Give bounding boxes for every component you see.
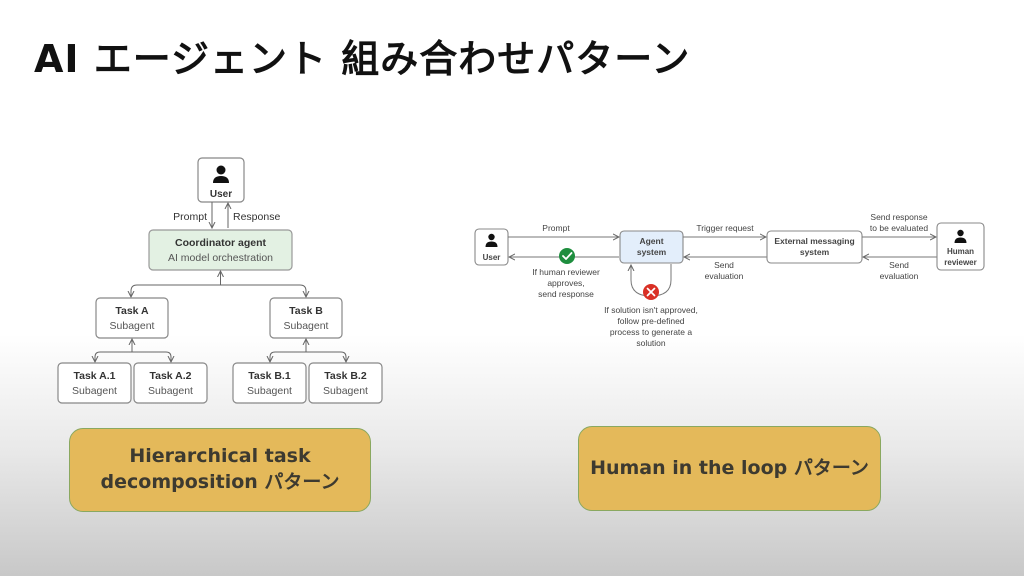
task-a1-node: Task A.1 Subagent xyxy=(57,362,132,404)
trigger-label: Trigger request xyxy=(696,223,754,233)
coordinator-subtitle: AI model orchestration xyxy=(168,252,273,264)
approve-line: approves, xyxy=(547,278,584,288)
hierarchical-caption-line1: Hierarchical task xyxy=(129,445,311,468)
task-b-connectors xyxy=(270,339,346,362)
external-line1: External messaging xyxy=(774,236,854,246)
task-a-subtitle: Subagent xyxy=(110,320,155,332)
task-a-title: Task A xyxy=(115,305,149,317)
task-b1-node: Task B.1 Subagent xyxy=(232,362,307,404)
task-b2-title: Task B.2 xyxy=(324,370,367,382)
send-eval-label-2a: Send xyxy=(889,260,909,270)
approve-text: If human reviewer approves, send respons… xyxy=(532,267,600,299)
hierarchical-caption-line2: decomposition パターン xyxy=(100,471,340,493)
approve-line: If human reviewer xyxy=(532,267,600,277)
reject-line: solution xyxy=(636,338,666,348)
send-response-line1: Send response xyxy=(870,212,927,222)
hierarchical-caption: Hierarchical task decomposition パターン xyxy=(69,428,371,512)
task-b2-node: Task B.2 Subagent xyxy=(308,362,383,404)
send-response-line2: to be evaluated xyxy=(870,223,928,233)
reviewer-line1: Human xyxy=(947,247,974,256)
person-icon xyxy=(485,233,498,247)
approve-line: send response xyxy=(538,289,594,299)
user-node: User xyxy=(197,157,245,203)
person-icon xyxy=(954,229,967,243)
send-eval-label-1b: evaluation xyxy=(705,271,744,281)
human-reviewer-node: Human reviewer xyxy=(936,222,985,271)
task-b2-subtitle: Subagent xyxy=(323,385,368,397)
agent-system-line2: system xyxy=(637,247,667,257)
task-a-connectors xyxy=(95,339,171,362)
hitl-caption: Human in the loop パターン xyxy=(578,426,881,511)
task-b1-title: Task B.1 xyxy=(248,370,291,382)
reviewer-line2: reviewer xyxy=(944,258,976,267)
reject-line: process to generate a xyxy=(610,327,692,337)
reject-line: If solution isn't approved, xyxy=(604,305,698,315)
task-a-node: Task A Subagent xyxy=(95,297,169,339)
agent-system-node: Agent system xyxy=(619,230,684,264)
task-b1-subtitle: Subagent xyxy=(247,385,292,397)
task-a2-node: Task A.2 Subagent xyxy=(133,362,208,404)
check-icon xyxy=(559,248,575,264)
coordinator-node: Coordinator agent AI model orchestration xyxy=(148,229,293,271)
task-b-title: Task B xyxy=(289,305,323,317)
response-label: Response xyxy=(233,211,280,223)
hitl-caption-text: Human in the loop パターン xyxy=(590,456,869,479)
external-messaging-node: External messaging system xyxy=(766,230,863,264)
prompt-label: Prompt xyxy=(173,211,207,223)
agent-system-line1: Agent xyxy=(639,236,663,246)
send-eval-label-1a: Send xyxy=(714,260,734,270)
send-eval-label-2b: evaluation xyxy=(880,271,919,281)
task-b-subtitle: Subagent xyxy=(284,320,329,332)
reject-line: follow pre-defined xyxy=(617,316,684,326)
reject-text: If solution isn't approved, follow pre-d… xyxy=(604,305,698,348)
coordinator-title: Coordinator agent xyxy=(175,237,267,249)
hierarchical-diagram: User Prompt Response Coordinator agent A… xyxy=(57,157,383,404)
task-a2-subtitle: Subagent xyxy=(148,385,193,397)
hitl-user-label: User xyxy=(483,253,501,262)
task-a1-title: Task A.1 xyxy=(73,370,115,382)
hitl-prompt-label: Prompt xyxy=(542,223,570,233)
coordinator-connectors xyxy=(131,271,306,297)
hitl-user-node: User xyxy=(474,228,509,266)
cross-icon xyxy=(643,284,659,300)
user-label: User xyxy=(210,189,232,200)
task-a1-subtitle: Subagent xyxy=(72,385,117,397)
task-b-node: Task B Subagent xyxy=(269,297,343,339)
hitl-diagram: User Prompt If human reviewer approves, … xyxy=(474,212,985,348)
task-a2-title: Task A.2 xyxy=(149,370,191,382)
person-icon xyxy=(213,165,229,183)
page-title: AI エージェント 組み合わせパターン xyxy=(34,37,691,81)
external-line2: system xyxy=(800,247,830,257)
